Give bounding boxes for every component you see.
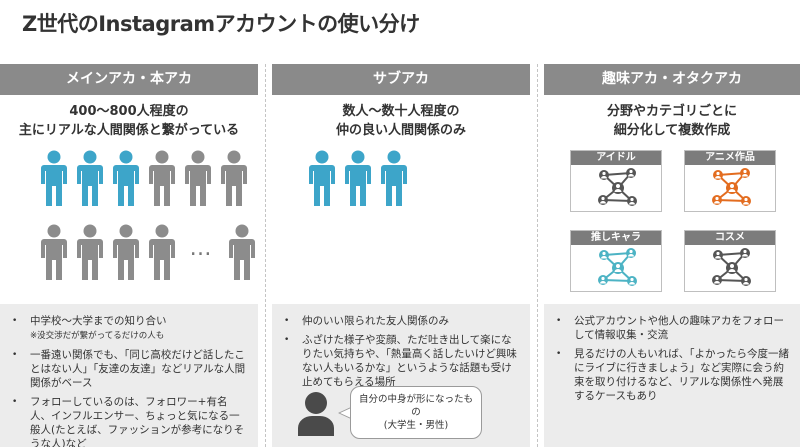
sub-account-subhead: 数人～数十人程度の 仲の良い人間関係のみ [272, 102, 530, 140]
hobby-account-column: 趣味アカ・オタクアカ 分野やカテゴリごとに 細分化して複数作成 アイドル アニメ… [544, 64, 800, 447]
hobby-account-header: 趣味アカ・オタクアカ [544, 64, 800, 95]
note-subnote: ※没交渉だが繋がってるだけの人も [30, 331, 165, 341]
people-row [40, 150, 248, 208]
person-icon [112, 224, 140, 282]
category-card-anime: アニメ作品 [684, 150, 776, 212]
main-account-subhead: 400～800人程度の 主にリアルな人間関係と繋がっている [0, 102, 258, 140]
sub-account-header: サブアカ [272, 64, 530, 95]
network-icon [709, 247, 755, 289]
hobby-account-notes: •公式アカウントや他人の趣味アカをフォローして情報収集・交流 •見るだけの人もい… [544, 304, 800, 447]
person-icon [380, 150, 408, 208]
ellipsis: … [189, 236, 215, 261]
network-icon [595, 247, 641, 289]
network-icon [595, 167, 641, 209]
subhead-line: 仲の良い人間関係のみ [335, 123, 466, 138]
sub-account-notes: •仲のいい限られた友人関係のみ •ふざけた様子や変顔、ただ吐き出して楽になりたい… [272, 304, 530, 447]
person-icon [112, 150, 140, 208]
note-item: •公式アカウントや他人の趣味アカをフォローして情報収集・交流 [556, 315, 784, 341]
sub-account-column: サブアカ 数人～数十人程度の 仲の良い人間関係のみ •仲のいい限られた友人関係の… [272, 64, 530, 447]
category-label: アイドル [571, 151, 661, 165]
speech-bubble-tail [340, 408, 351, 418]
person-icon [308, 150, 336, 208]
main-account-header: メインアカ・本アカ [0, 64, 258, 95]
bubble-text: (大学生・男性) [383, 420, 449, 431]
person-icon [40, 150, 68, 208]
person-icon [344, 150, 372, 208]
subhead-line: 分野やカテゴリごとに [606, 104, 737, 119]
note-item: •中学校～大学までの知り合い [12, 315, 167, 327]
person-icon [148, 224, 176, 282]
note-item: •一番遠い関係でも、「同じ高校だけど話したことはない人」「友達の友達」などリアル… [12, 349, 246, 389]
page-title: Z世代のInstagramアカウントの使い分け [22, 12, 420, 36]
column-divider [537, 64, 538, 447]
category-label: 推しキャラ [571, 231, 661, 245]
main-account-column: メインアカ・本アカ 400～800人程度の 主にリアルな人間関係と繋がっている … [0, 64, 258, 447]
hobby-account-subhead: 分野やカテゴリごとに 細分化して複数作成 [544, 102, 800, 140]
note-item: •見るだけの人もいれば、「よかったら今度一緒にライブに行きましょう」など実際に会… [556, 348, 790, 402]
category-card-favorite-character: 推しキャラ [570, 230, 662, 292]
people-row: … [40, 224, 256, 282]
person-icon [76, 224, 104, 282]
category-card-idol: アイドル [570, 150, 662, 212]
people-row [308, 150, 408, 208]
person-icon [220, 150, 248, 208]
subhead-line: 細分化して複数作成 [613, 123, 731, 138]
note-item: •フォローしているのは、フォロワー+有名人、インフルエンサー、ちょっと気になる一… [12, 396, 245, 447]
network-icon [709, 167, 755, 209]
subhead-line: 400～800人程度の [69, 104, 189, 119]
main-account-notes: •中学校～大学までの知り合い ※没交渉だが繋がってるだけの人も •一番遠い関係で… [0, 304, 258, 447]
column-divider [265, 64, 266, 447]
person-icon [184, 150, 212, 208]
person-icon [148, 150, 176, 208]
category-label: コスメ [685, 231, 775, 245]
person-icon [40, 224, 68, 282]
user-icon [298, 392, 334, 436]
person-icon [228, 224, 256, 282]
note-item: •ふざけた様子や変顔、ただ吐き出して楽になりたい気持ちや、「熱量高く話したいけど… [284, 334, 517, 388]
subhead-line: 数人～数十人程度の [342, 104, 460, 119]
bubble-text: 自分の中身が形になったもの [358, 394, 473, 418]
person-icon [76, 150, 104, 208]
speech-bubble: 自分の中身が形になったもの (大学生・男性) [350, 386, 482, 439]
category-card-cosmetics: コスメ [684, 230, 776, 292]
note-item: •仲のいい限られた友人関係のみ [284, 315, 449, 327]
category-label: アニメ作品 [685, 151, 775, 165]
subhead-line: 主にリアルな人間関係と繋がっている [18, 123, 240, 138]
